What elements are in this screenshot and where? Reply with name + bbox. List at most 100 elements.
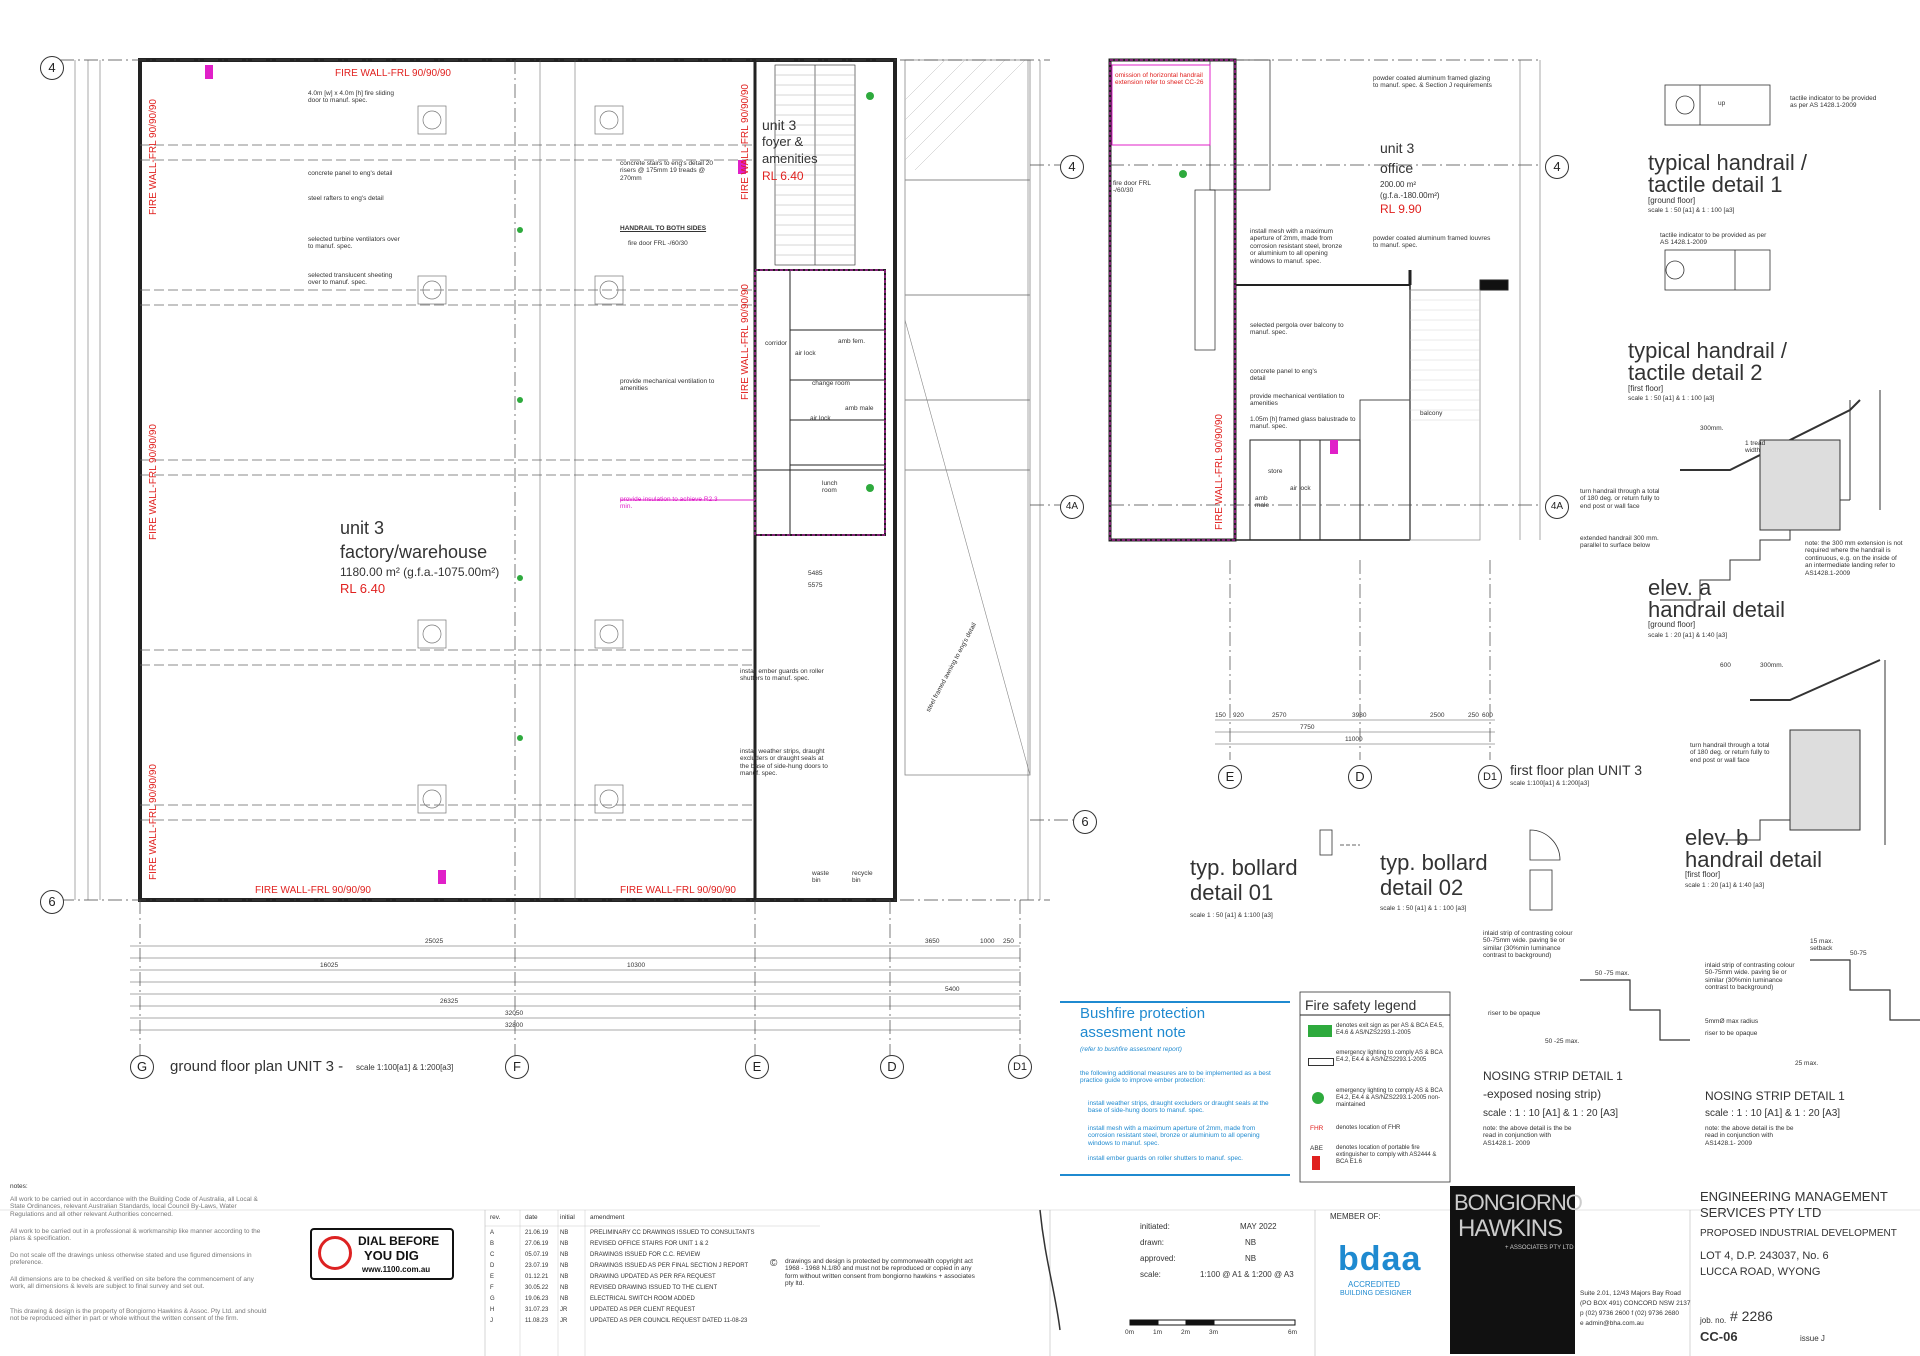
revision-cell: 19.06.23 <box>525 1296 549 1302</box>
revision-cell: DRAWINGS ISSUED FOR C.C. REVIEW <box>590 1252 701 1258</box>
revision-cell: 23.07.19 <box>525 1263 549 1269</box>
hr2-note: tactile indicator to be provided as per … <box>1660 232 1767 247</box>
project-street: LUCCA ROAD, WYONG <box>1700 1266 1821 1278</box>
revision-cell: ELECTRICAL SWITCH ROOM ADDED <box>590 1296 695 1302</box>
ns1-riser: riser to be opaque <box>1488 1010 1541 1017</box>
project-name: PROPOSED INDUSTRIAL DEVELOPMENT <box>1700 1228 1897 1239</box>
room-corridor: corridor <box>765 340 788 347</box>
factory-area: 1180.00 m² (g.f.a.-1075.00m²) <box>340 565 500 579</box>
exit-sign-icon <box>1308 1025 1332 1037</box>
revision-cell: 30.05.22 <box>525 1285 549 1291</box>
grid-bubble-d1: D1 <box>1008 1055 1032 1079</box>
firm-name-2: HAWKINS <box>1458 1215 1563 1242</box>
rev-header-date: date <box>525 1214 538 1221</box>
dim-16025: 16025 <box>320 962 339 969</box>
elev-a-dim-1: 300mm. <box>1700 425 1724 432</box>
note-mech-vent: provide mechanical ventilation to amenit… <box>620 378 715 393</box>
ns2-note: note: the above detail is the be read in… <box>1705 1125 1794 1147</box>
factory-room-name: factory/warehouse <box>340 542 488 562</box>
note-weather-strips: install weather strips, draught excluder… <box>740 748 828 778</box>
revision-cell: 11.08.23 <box>525 1318 548 1324</box>
note-sheeting: selected translucent sheeting over to ma… <box>308 272 393 287</box>
approved-value: NB <box>1245 1254 1257 1263</box>
bushfire-item-1: install weather strips, draught excluder… <box>1088 1100 1269 1115</box>
elev-b-title-2: handrail detail <box>1685 847 1822 872</box>
revision-cell: D <box>490 1263 495 1269</box>
revision-cell: F <box>490 1285 494 1291</box>
dbyd-line-1: DIAL BEFORE <box>358 1234 440 1248</box>
revision-cell: 21.06.19 <box>525 1230 549 1236</box>
ns2-radius: 5mmØ max radius <box>1705 1018 1759 1025</box>
fire-wall-label-left-3: FIRE WALL-FRL 90/90/90 <box>148 764 159 880</box>
ns2-title: NOSING STRIP DETAIL 1 <box>1705 1089 1845 1103</box>
bollard-1-scale: scale 1 : 50 [a1] & 1:100 [a3] <box>1190 912 1273 919</box>
project-lot: LOT 4, D.P. 243037, No. 6 <box>1700 1250 1829 1262</box>
elev-b-dim-2: 300mm. <box>1760 662 1784 669</box>
bdaa-logo-text: bdaa <box>1338 1240 1422 1278</box>
dim-26325: 26325 <box>440 998 459 1005</box>
scalebar-1: 1m <box>1153 1329 1163 1336</box>
foyer-unit-name: unit 3 <box>762 117 797 133</box>
note-mesh: install mesh with a maximum aperture of … <box>1250 228 1343 265</box>
note-firedoor-first: fire door FRL -/60/30 <box>1113 180 1151 195</box>
bollard-1-title-2: detail 01 <box>1190 880 1274 905</box>
elev-b-floor: [first floor] <box>1685 870 1721 879</box>
firm-logo-panel <box>1450 1186 1575 1354</box>
room-lunch: lunch room <box>822 480 838 495</box>
firm-address-4: e admin@bha.com.au <box>1580 1320 1644 1327</box>
revision-cell: B <box>490 1241 495 1247</box>
revision-cell: REVISED OFFICE STAIRS FOR UNIT 1 & 2 <box>590 1241 709 1247</box>
grid-bubble-4a-right: 4A <box>1545 495 1569 519</box>
note-concrete-panel: concrete panel to eng's detail <box>308 170 393 177</box>
revision-cell: 05.07.19 <box>525 1252 549 1258</box>
fire-wall-label-first: FIRE WALL-FRL 90/90/90 <box>1214 414 1225 530</box>
fire-wall-label-left-2: FIRE WALL-FRL 90/90/90 <box>148 424 159 540</box>
room-airlock-2: air lock <box>810 415 831 422</box>
note-ember-guards: install ember guards on roller shutters … <box>740 668 824 683</box>
ns1-title-2: -exposed nosing strip) <box>1483 1087 1602 1101</box>
general-note-5: This drawing & design is the property of… <box>10 1308 267 1323</box>
extinguisher-icon <box>1312 1156 1320 1170</box>
revision-cell: E <box>490 1274 495 1280</box>
no-dig-icon <box>318 1236 352 1270</box>
amenities-name: amenities <box>762 151 818 166</box>
hr1-title: typical handrail / <box>1648 150 1807 175</box>
room-amb-fem: amb fem. <box>838 338 866 345</box>
general-notes-heading: notes: <box>10 1183 28 1190</box>
note-fire-door: fire door FRL -/60/30 <box>628 240 688 247</box>
ns1-dim-1: 50 -75 max. <box>1595 970 1630 977</box>
bushfire-title: Bushfire protection <box>1080 1005 1206 1022</box>
note-steel-rafters: steel rafters to eng's detail <box>308 195 384 202</box>
revision-cell: NB <box>560 1296 569 1302</box>
note-pergola: selected pergola over balcony to manuf. … <box>1250 322 1344 337</box>
initiated-value: MAY 2022 <box>1240 1222 1277 1231</box>
fire-legend-item-4: denotes location of FHR <box>1336 1125 1401 1131</box>
dim-first-250: 250 <box>1468 712 1479 719</box>
note-omission-handrail: omission of horizontal handrail extensio… <box>1115 72 1204 87</box>
dim-1000: 1000 <box>980 938 995 945</box>
revision-cell: C <box>490 1252 495 1258</box>
drawn-label: drawn: <box>1140 1238 1165 1247</box>
ns2-scale: scale : 1 : 10 [A1] & 1 : 20 [A3] <box>1705 1108 1841 1119</box>
office-gfa: (g.f.a.-180.00m²) <box>1380 191 1440 200</box>
ns2-dim-1: 50-75 <box>1850 950 1867 957</box>
general-note-4: All dimensions are to be checked & verif… <box>10 1276 254 1291</box>
grid-bubble-4a-mid: 4A <box>1060 495 1084 519</box>
room-airlock-first: air lock <box>1290 485 1311 492</box>
note-handrail-both-sides: HANDRAIL TO BOTH SIDES <box>620 225 707 232</box>
emergency-light-round-icon <box>1312 1092 1324 1104</box>
revision-cell: 27.06.19 <box>525 1241 549 1247</box>
bdaa-accredited: ACCREDITED <box>1348 1280 1401 1289</box>
firm-address-1: Suite 2.01, 12/43 Majors Bay Road <box>1580 1290 1681 1297</box>
bushfire-subtitle: (refer to bushfire assesment report) <box>1080 1046 1182 1053</box>
ns2-dim-2: 25 max. <box>1795 1060 1819 1067</box>
grid-bubble-e-first: E <box>1218 765 1242 789</box>
dim-25025: 25025 <box>425 938 444 945</box>
approved-label: approved: <box>1140 1254 1176 1263</box>
fire-legend-item-3: emergency lighting to comply AS & BCA E4… <box>1336 1088 1443 1108</box>
firm-name-1: BONGIORNO <box>1454 1190 1583 1215</box>
revision-cell: NB <box>560 1230 569 1236</box>
revision-cell: DRAWING UPDATED AS PER RFA REQUEST <box>590 1274 716 1280</box>
elev-b-title: elev. b <box>1685 825 1749 850</box>
